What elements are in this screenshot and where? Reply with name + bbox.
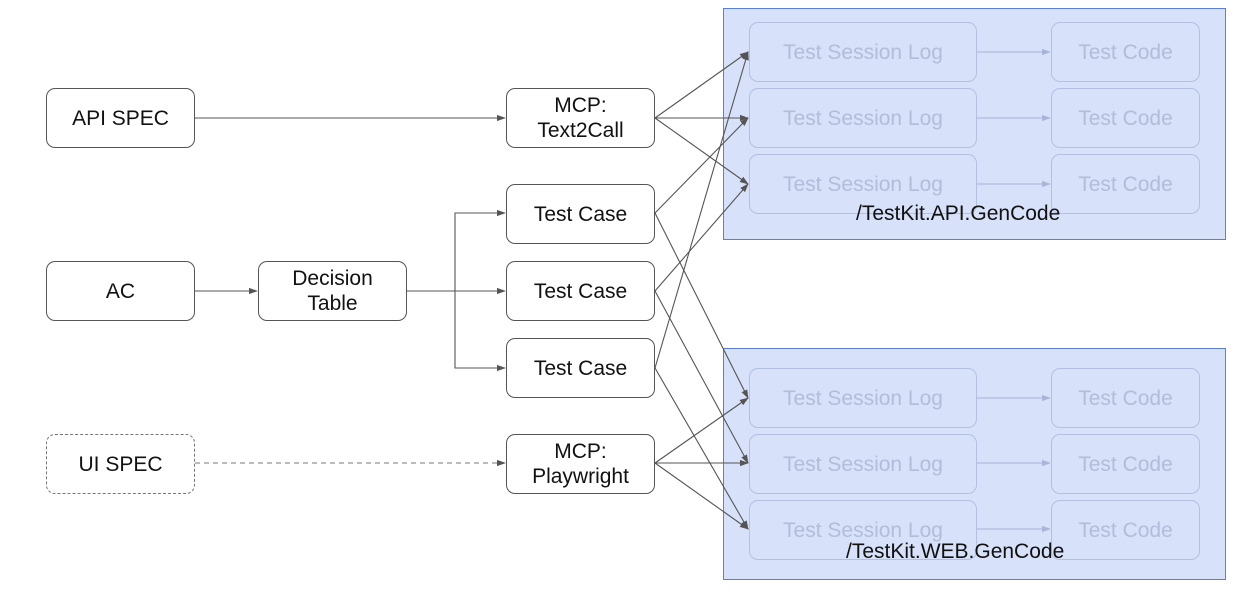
- web-gencode-label: /TestKit.WEB.GenCode: [846, 540, 1065, 563]
- web-test-code-2: Test Code: [1051, 434, 1200, 494]
- api-test-session-log-1: Test Session Log: [749, 22, 977, 82]
- edge-test-case-1-to-api-log-2: [654, 117, 749, 214]
- decision-table-node: Decision Table: [258, 261, 407, 321]
- api-gencode-group: [723, 8, 1226, 240]
- edge-playwright-to-web-log-1: [654, 397, 749, 464]
- api-gencode-label: /TestKit.API.GenCode: [856, 202, 1061, 225]
- edge-test-case-2-to-web-log-2: [654, 290, 749, 464]
- edge-playwright-to-web-log-3: [654, 462, 749, 530]
- edge-test-case-2-to-api-log-3: [654, 183, 749, 292]
- web-test-session-log-2: Test Session Log: [749, 434, 977, 494]
- mcp-playwright-node: MCP: Playwright: [506, 434, 655, 494]
- api-test-session-log-2: Test Session Log: [749, 88, 977, 148]
- api-test-code-2: Test Code: [1051, 88, 1200, 148]
- edge-text2call-to-api-log-1: [654, 51, 749, 119]
- api-spec-node: API SPEC: [46, 88, 195, 148]
- edge-test-case-3-to-api-log-1: [654, 51, 749, 369]
- web-test-code-3: Test Code: [1051, 500, 1200, 560]
- ui-spec-node: UI SPEC: [46, 434, 195, 494]
- api-test-session-log-3: Test Session Log: [749, 154, 977, 214]
- web-test-session-log-1: Test Session Log: [749, 368, 977, 428]
- edge-decision-table-to-test-case-1: [454, 209, 506, 291]
- test-case-node-1: Test Case: [506, 184, 655, 244]
- web-gencode-group: [723, 348, 1226, 580]
- test-case-node-3: Test Case: [506, 338, 655, 398]
- web-test-session-log-3: Test Session Log: [749, 500, 977, 560]
- edge-decision-table-to-test-case-3: [454, 291, 506, 372]
- edge-test-case-1-to-web-log-1: [654, 212, 749, 399]
- api-test-code-3: Test Code: [1051, 154, 1200, 214]
- api-test-code-1: Test Code: [1051, 22, 1200, 82]
- test-case-node-2: Test Case: [506, 261, 655, 321]
- edge-text2call-to-api-log-3: [654, 117, 749, 185]
- web-test-code-1: Test Code: [1051, 368, 1200, 428]
- edge-test-case-3-to-web-log-3: [654, 367, 749, 530]
- ac-node: AC: [46, 261, 195, 321]
- mcp-text2call-node: MCP: Text2Call: [506, 88, 655, 148]
